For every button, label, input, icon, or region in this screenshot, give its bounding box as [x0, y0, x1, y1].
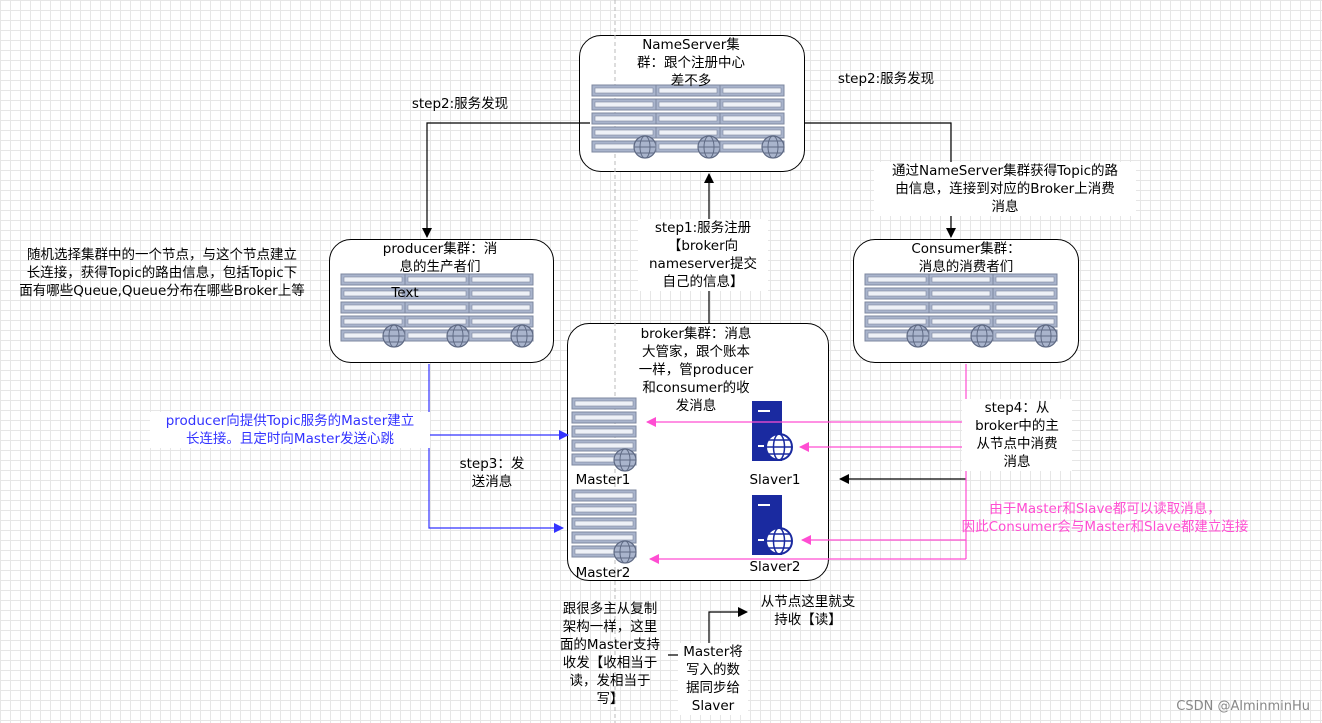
step2-right-label: step2:服务发现 [837, 71, 935, 87]
producer-server-icons [340, 273, 534, 348]
step3-label: step3：发 送消息 [459, 456, 525, 490]
replication-note: 跟很多主从复制 架构一样，这里 面的Master支持 收发【收相当于 读，发相当… [559, 601, 661, 707]
watermark: CSDN @AlminminHu [1176, 699, 1310, 714]
broker-cluster-label: broker集群：消息 大管家，跟个账本 一样，管producer 和consu… [638, 326, 754, 414]
step1-label: step1:服务注册 【broker向 nameserver提交 自己的信息】 [638, 219, 768, 291]
nameserver-server-icons [591, 84, 785, 159]
producer-text-label: Text [391, 285, 419, 301]
consumer-server-icons [864, 273, 1058, 348]
consumer-cluster-label: Consumer集群： 消息的消费者们 [911, 241, 1021, 275]
consumer-route-note: 通过NameServer集群获得Topic的路 由信息，连接到对应的Broker… [874, 162, 1136, 216]
nameserver-cluster-label: NameServer集 群：跟个注册中心 差不多 [637, 37, 745, 89]
step2-left-label: step2:服务发现 [411, 96, 509, 112]
slaver1-label: Slaver1 [749, 472, 801, 488]
producer-master2-arrow [428, 435, 564, 533]
producer-cluster-label: producer集群：消 息的生产者们 [382, 241, 498, 275]
producer-random-note: 随机选择集群中的一个节点，与这个节点建立 长连接，获得Topic的路由信息，包括… [19, 247, 305, 299]
master1-label: Master1 [575, 472, 631, 488]
master2-label: Master2 [575, 565, 631, 581]
step2-left-arrow [422, 122, 590, 238]
producer-master1-arrow [428, 364, 569, 440]
sync-note: Master将 写入的数 据同步给 Slaver [678, 643, 748, 715]
step4-label: step4：从 broker中的主 从节点中消费 消息 [962, 399, 1072, 471]
master-slave-read-note: 由于Master和Slave都可以读取消息， 因此Consumer会与Maste… [961, 501, 1249, 535]
slave-read-note: 从节点这里就支 持收【读】 [760, 594, 856, 628]
master2-server-icon [571, 489, 637, 564]
slaver2-server-icon [751, 494, 793, 556]
producer-master-note: producer向提供Topic服务的Master建立 长连接。且定时向Mast… [150, 412, 430, 448]
slaver2-label: Slaver2 [749, 559, 801, 575]
